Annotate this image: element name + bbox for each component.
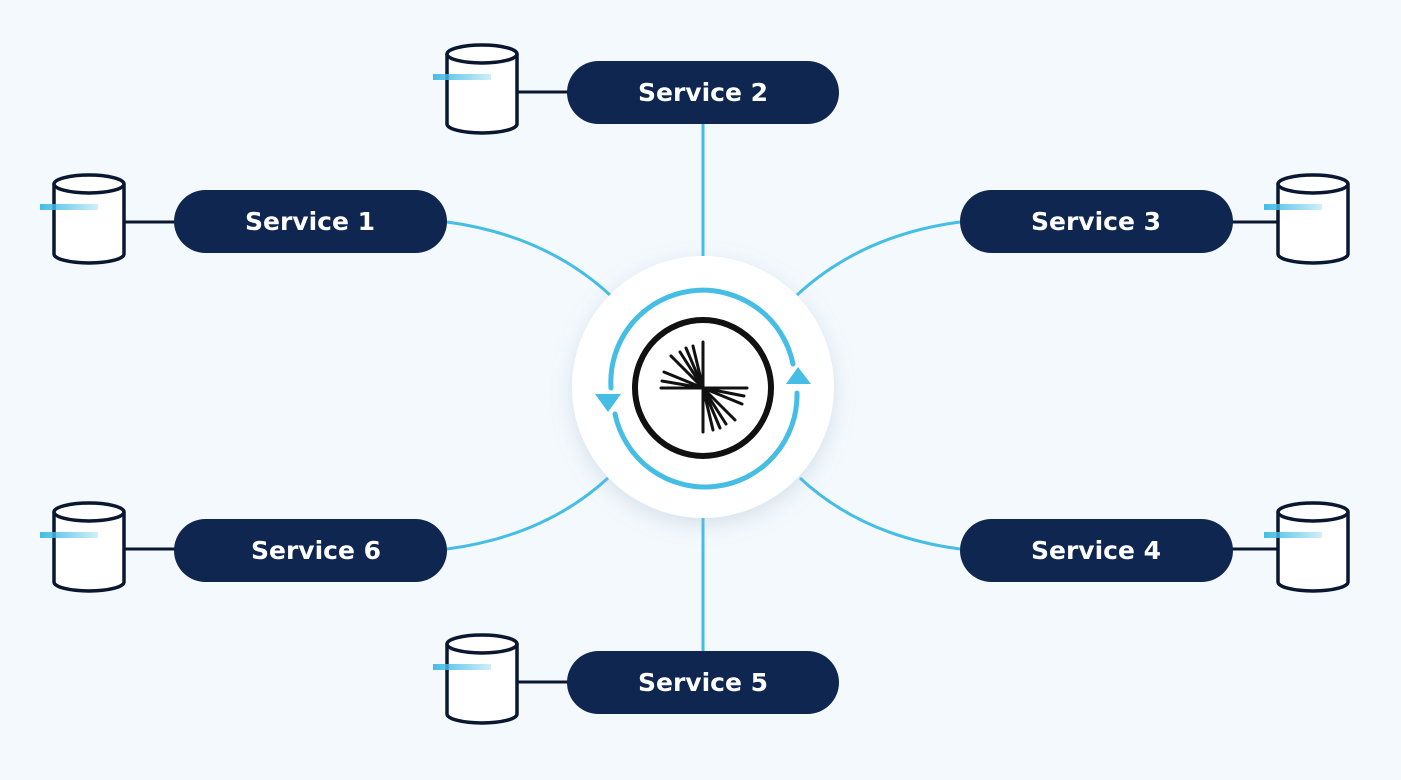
starburst-logo-icon [632, 317, 774, 459]
central-hub [572, 256, 834, 518]
connector-service-6 [446, 476, 610, 551]
service-node-service-4[interactable]: Service 4 [960, 519, 1233, 582]
service-label: Service 5 [638, 668, 768, 697]
connector-service-1 [446, 220, 612, 297]
database-icon [40, 173, 126, 265]
connector-service-4 [798, 476, 961, 551]
service-label: Service 3 [1031, 207, 1161, 236]
service-label: Service 2 [638, 78, 768, 107]
service-node-service-5[interactable]: Service 5 [567, 651, 839, 714]
service-node-service-3[interactable]: Service 3 [960, 190, 1233, 253]
connector-lines [446, 124, 961, 652]
service-node-service-1[interactable]: Service 1 [174, 190, 447, 253]
database-icon [1264, 501, 1350, 593]
connector-service-3 [795, 220, 961, 297]
database-icon [1264, 173, 1350, 265]
database-icon [433, 633, 519, 725]
sync-cycle-icon [595, 287, 811, 490]
service-label: Service 4 [1031, 536, 1161, 565]
database-links [123, 90, 1282, 684]
database-icon [433, 43, 519, 135]
database-icon [40, 501, 126, 593]
service-label: Service 6 [251, 536, 381, 565]
service-node-service-2[interactable]: Service 2 [567, 61, 839, 124]
service-node-service-6[interactable]: Service 6 [174, 519, 447, 582]
service-label: Service 1 [245, 207, 375, 236]
